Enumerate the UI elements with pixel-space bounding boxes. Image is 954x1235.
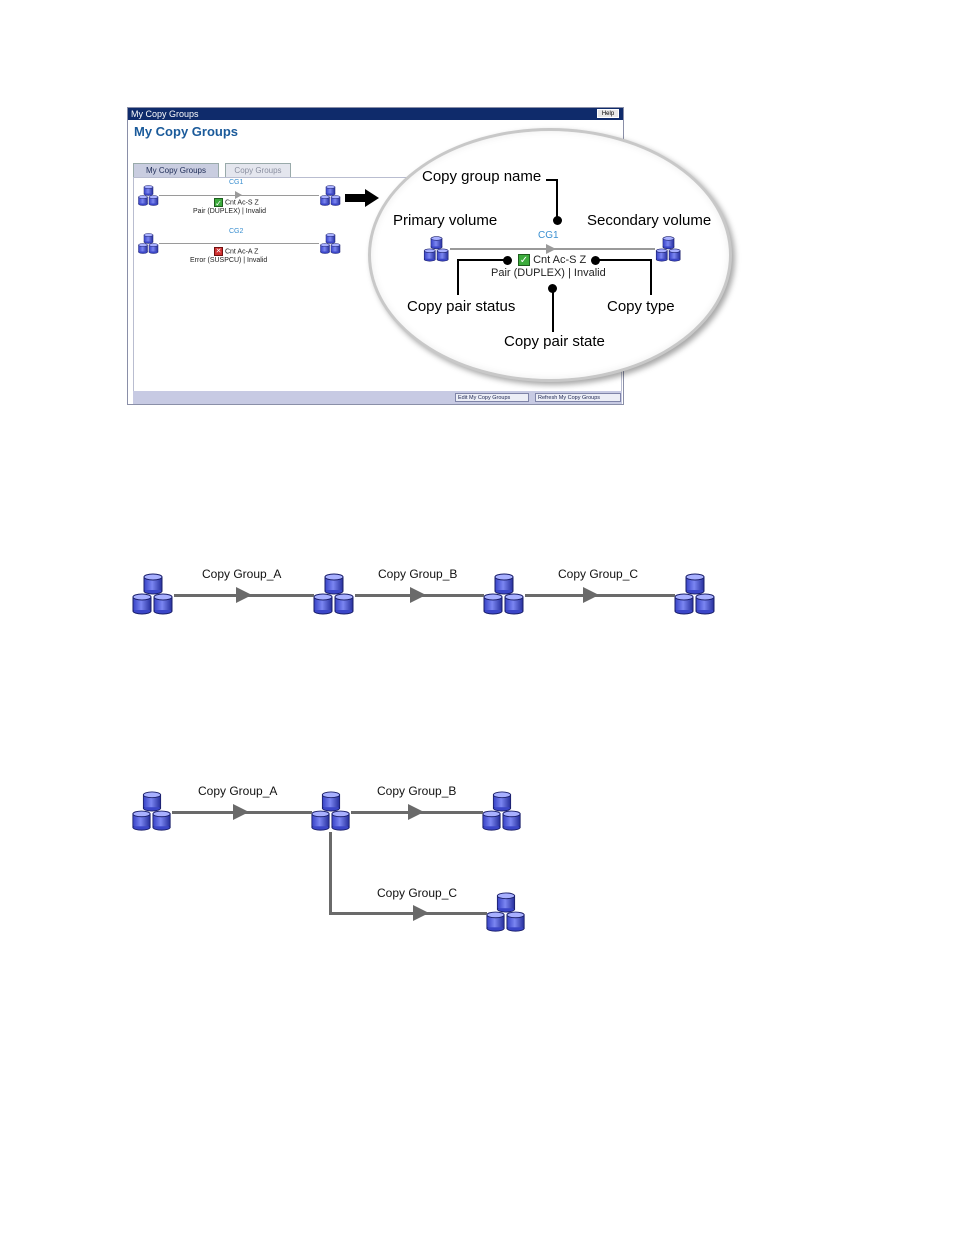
copy-pair-row: ✕ Cnt Ac-A Z [214, 247, 258, 256]
callout-primary-volume: Primary volume [393, 212, 498, 229]
copy-group-label: Copy Group_A [198, 784, 278, 798]
window-titlebar: My Copy Groups Help [128, 108, 623, 120]
copy-group-label: Copy Group_C [558, 567, 639, 581]
volume-icon [482, 573, 526, 617]
copy-pair-row: ✓ Cnt Ac-S Z [518, 254, 587, 267]
copy-group-label: Copy Group_B [378, 567, 458, 581]
primary-volume-icon[interactable] [138, 233, 159, 255]
callout-copy-pair-status: Copy pair status [407, 298, 516, 315]
tab-my-copy-groups[interactable]: My Copy Groups [133, 163, 219, 177]
volume-icon [481, 791, 523, 833]
volume-icon [131, 791, 173, 833]
check-icon: ✓ [214, 198, 223, 208]
callout-copy-type: Copy type [607, 298, 675, 315]
zoom-arrow-head [365, 189, 379, 207]
secondary-volume-icon [655, 236, 682, 263]
copy-group-label: Copy Group_A [202, 567, 282, 581]
callout-secondary-volume: Secondary volume [587, 212, 712, 229]
primary-volume-icon [423, 236, 450, 263]
volume-icon [485, 892, 527, 934]
copy-type: Cnt Ac-A Z [224, 248, 259, 256]
copy-type: Cnt Ac-S Z [224, 199, 259, 207]
callout-copy-group-name: Copy group name [422, 168, 542, 185]
copy-group-name: CG1 [538, 230, 559, 241]
primary-volume-icon[interactable] [138, 185, 159, 207]
copy-pair-state: Pair (DUPLEX) | Invalid [491, 267, 606, 279]
volume-icon [310, 791, 352, 833]
copy-type: Cnt Ac-S Z [533, 254, 587, 266]
error-icon: ✕ [214, 247, 223, 256]
callout-copy-pair-state: Copy pair state [504, 333, 605, 350]
help-button[interactable]: Help [597, 109, 619, 118]
page-title: My Copy Groups [134, 124, 239, 139]
copy-group-label: Copy Group_B [377, 784, 457, 798]
footer-bar: Edit My Copy Groups Refresh My Copy Grou… [133, 391, 622, 404]
volume-icon [312, 573, 356, 617]
window-title: My Copy Groups [131, 109, 199, 119]
copy-group-label: Copy Group_C [377, 886, 458, 900]
copy-pair-state: Error (SUSPCU) | Invalid [190, 257, 268, 264]
volume-icon [673, 573, 717, 617]
copy-group-name[interactable]: CG2 [229, 228, 244, 235]
check-icon: ✓ [518, 254, 530, 267]
edit-my-copy-groups-button[interactable]: Edit My Copy Groups [455, 393, 529, 402]
zoom-arrow-icon [345, 194, 367, 202]
secondary-volume-icon[interactable] [320, 185, 341, 207]
copy-pair-row: ✓ Cnt Ac-S Z [214, 198, 259, 208]
volume-icon [131, 573, 175, 617]
copy-group-name[interactable]: CG1 [229, 179, 244, 186]
refresh-my-copy-groups-button[interactable]: Refresh My Copy Groups [535, 393, 621, 402]
secondary-volume-icon[interactable] [320, 233, 341, 255]
copy-pair-state: Pair (DUPLEX) | Invalid [193, 208, 267, 215]
tab-copy-groups[interactable]: Copy Groups [225, 163, 291, 177]
